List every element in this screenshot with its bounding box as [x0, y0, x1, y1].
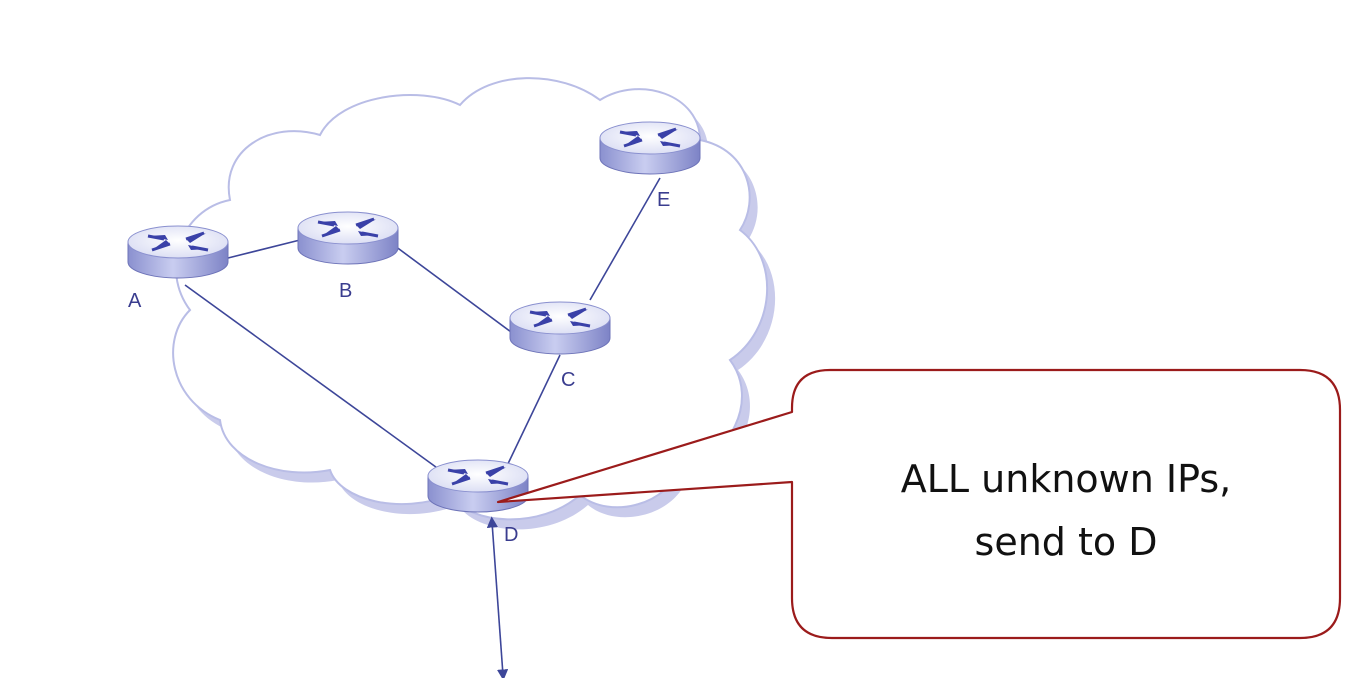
link-b-c — [394, 245, 516, 336]
external-link-d — [486, 516, 509, 678]
router-b[interactable] — [297, 211, 399, 265]
router-label-c: C — [561, 369, 575, 391]
router-label-d: D — [504, 524, 518, 546]
callout-line-2: send to D — [975, 520, 1158, 564]
link-a-b — [227, 239, 301, 259]
router-label-a: A — [128, 290, 142, 312]
callout-bubble — [496, 368, 1342, 640]
router-e[interactable] — [599, 121, 701, 175]
router-d[interactable] — [427, 459, 529, 513]
callout-line-1: ALL unknown IPs, — [901, 457, 1232, 501]
router-a[interactable] — [127, 225, 229, 279]
router-c[interactable] — [509, 301, 611, 355]
router-label-b: B — [339, 280, 352, 302]
link-c-e — [589, 177, 661, 301]
link-a-d — [184, 284, 441, 471]
links — [184, 177, 661, 678]
router-label-e: E — [657, 189, 670, 211]
link-c-d — [504, 354, 561, 471]
